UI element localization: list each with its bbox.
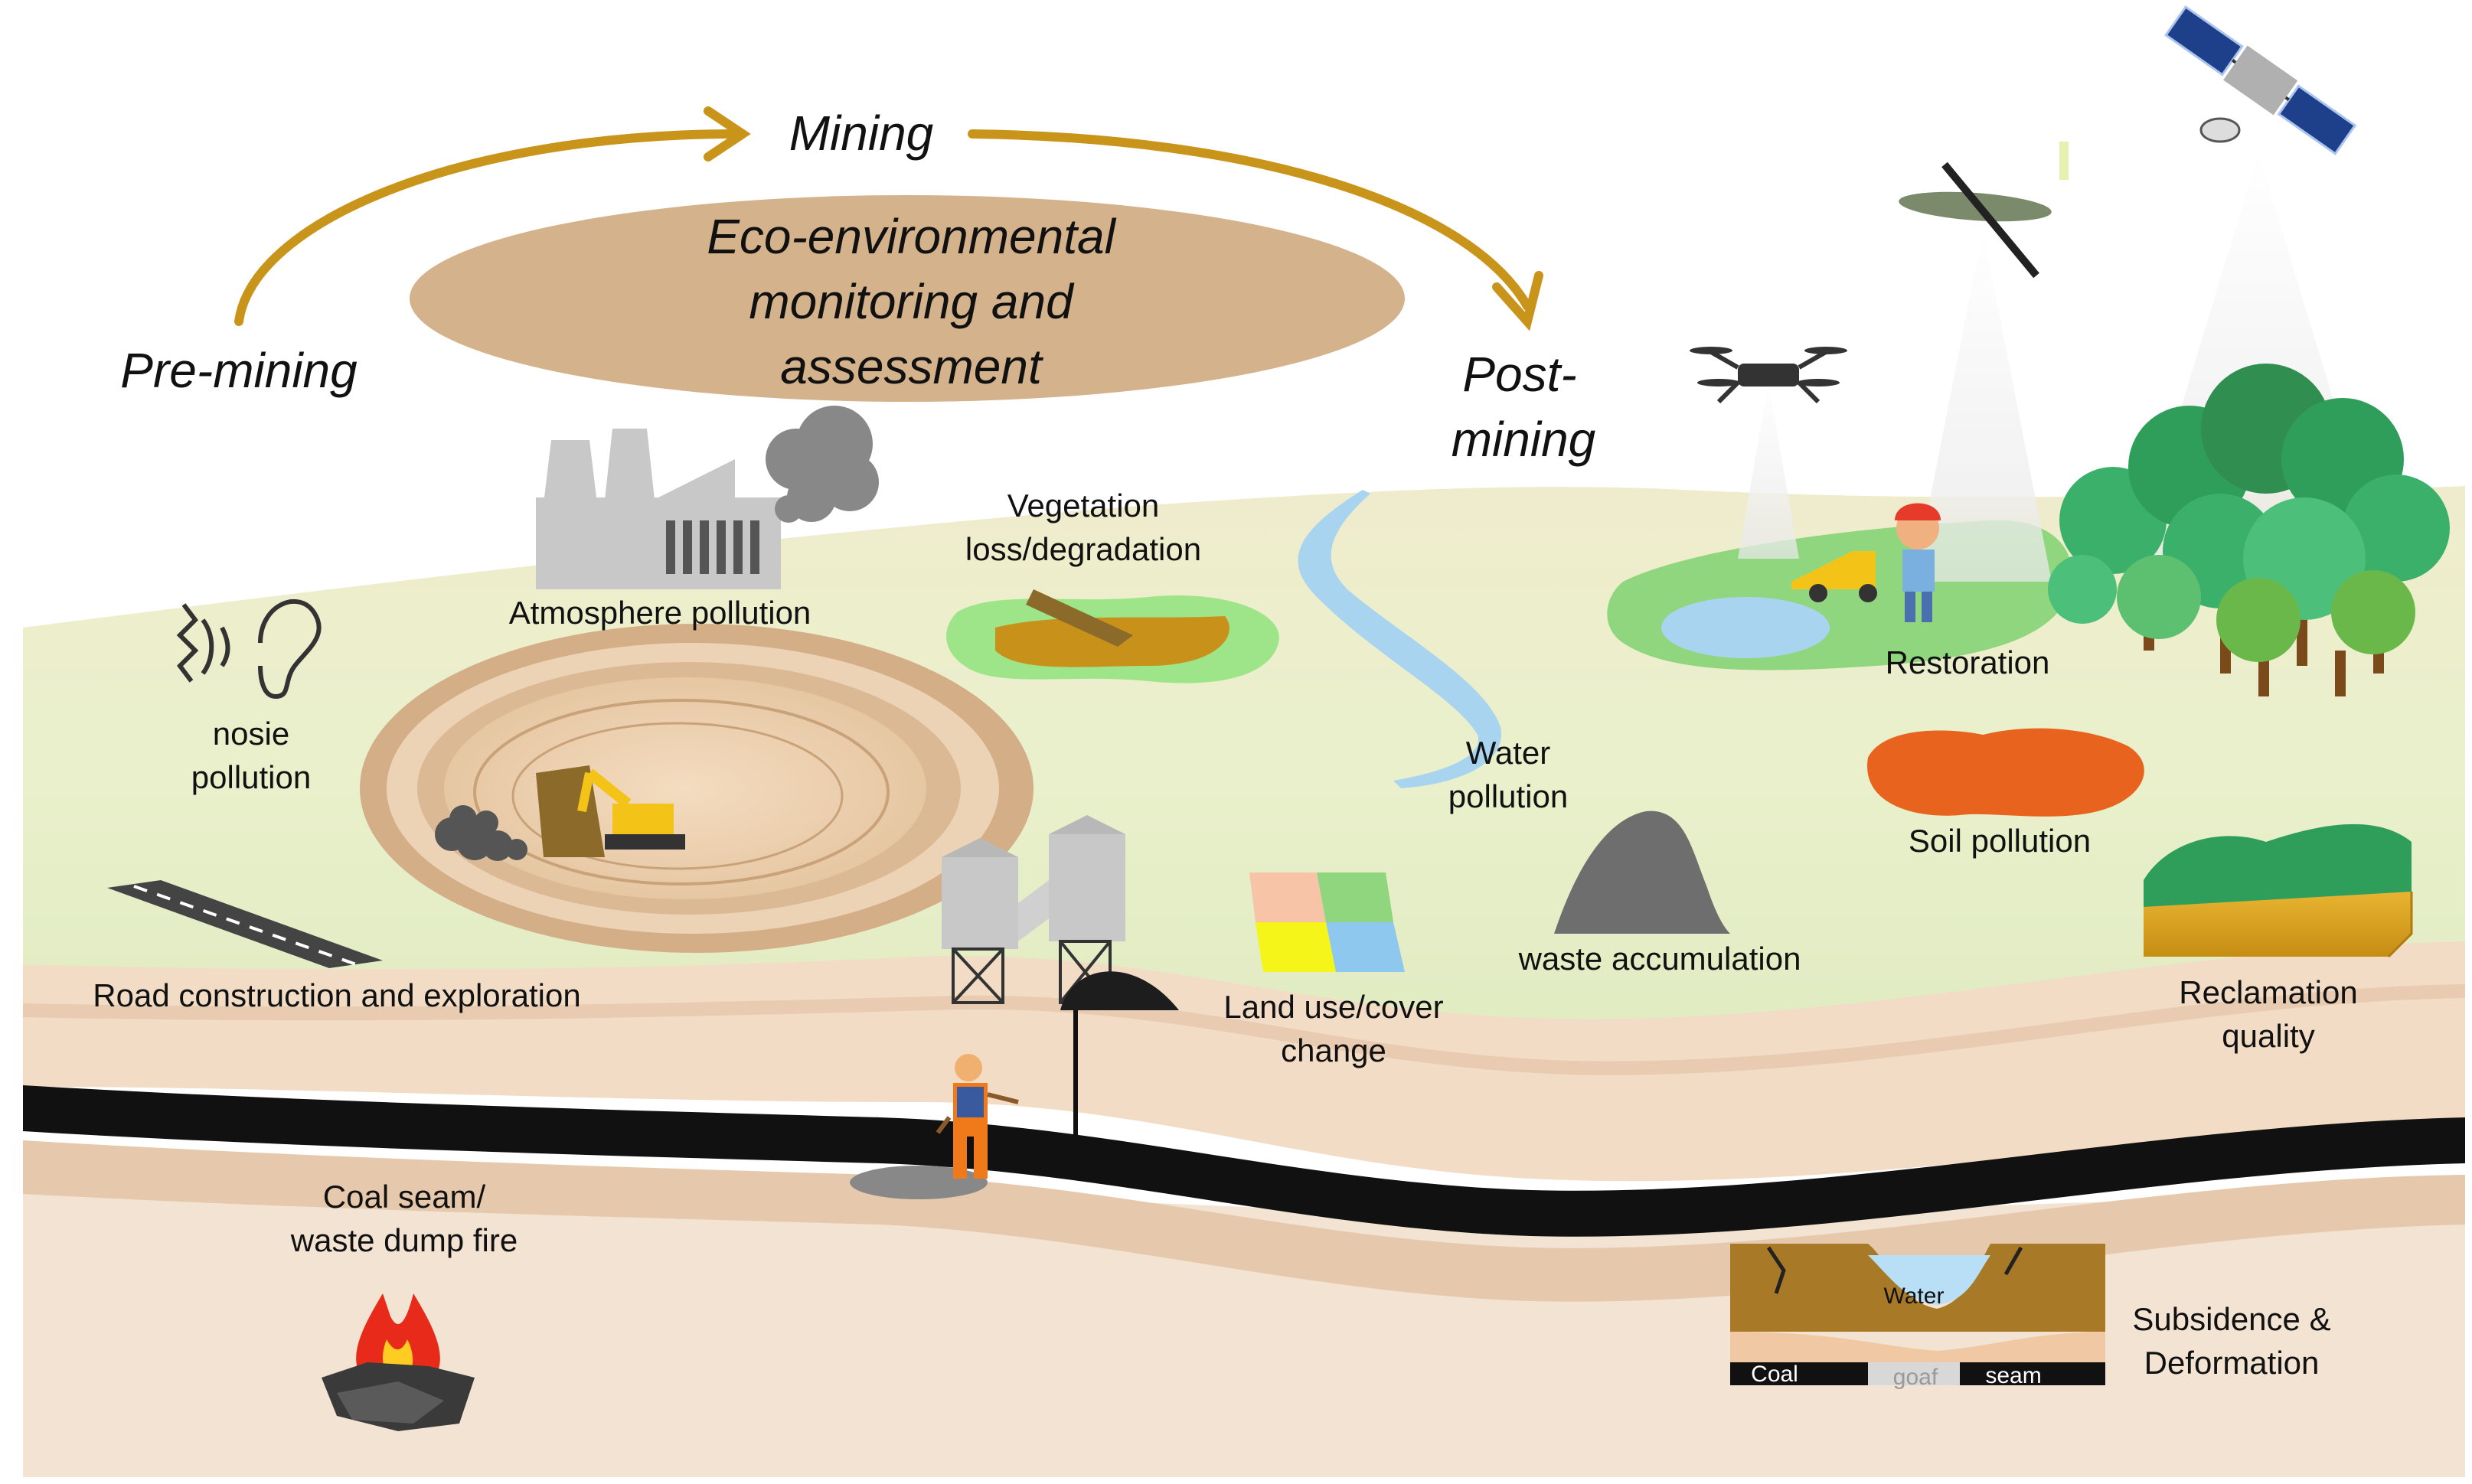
strata-line-1 bbox=[22, 984, 2466, 1075]
silo-plant-icon bbox=[942, 815, 1179, 1163]
label-road: Road construction and exploration bbox=[93, 977, 581, 1013]
open-pit-mine bbox=[360, 624, 1034, 953]
waste-pile-icon bbox=[1554, 810, 1730, 934]
ear-icon bbox=[176, 598, 322, 700]
restoration-worker-icon bbox=[1895, 503, 1941, 622]
smoke-cloud-icon bbox=[766, 406, 879, 523]
label-land-line1: Land use/cover bbox=[1223, 989, 1444, 1025]
soil-pollution-blob bbox=[1867, 728, 2144, 817]
center-title-line2: monitoring and bbox=[749, 274, 1073, 329]
factory-icon bbox=[536, 429, 781, 589]
inset-label-coal: Coal bbox=[1751, 1362, 1798, 1387]
river bbox=[1298, 490, 1501, 788]
road-icon bbox=[107, 880, 383, 968]
excavator-icon bbox=[536, 765, 685, 857]
coal-seam bbox=[23, 1085, 2465, 1237]
satellite-icon bbox=[2164, 5, 2357, 155]
arrow-mining-to-post bbox=[968, 129, 1532, 311]
label-atmosphere: Atmosphere pollution bbox=[508, 595, 811, 631]
phase-pre-mining: Pre-mining bbox=[120, 343, 358, 398]
label-reclamation-line2: quality bbox=[2222, 1018, 2315, 1054]
drone-icon bbox=[1690, 347, 1847, 404]
label-vegetation-line1: Vegetation bbox=[1007, 488, 1160, 523]
label-subsidence-line1: Subsidence & bbox=[2132, 1301, 2331, 1337]
land-use-grid-icon bbox=[1249, 872, 1405, 972]
inset-label-seam: seam bbox=[1985, 1363, 2042, 1388]
miner-icon bbox=[850, 1054, 1019, 1199]
label-fire-line2: waste dump fire bbox=[290, 1222, 518, 1258]
arrow-pre-to-mining bbox=[234, 129, 740, 326]
forest bbox=[2048, 364, 2450, 696]
reclamation-block-icon bbox=[2144, 824, 2413, 958]
upper-strata bbox=[23, 941, 2465, 1182]
label-water-line2: pollution bbox=[1448, 778, 1569, 814]
arrowhead-1 bbox=[704, 106, 751, 161]
center-title-line3: assessment bbox=[780, 339, 1042, 394]
label-vegetation-line2: loss/degradation bbox=[965, 531, 1202, 567]
label-restoration: Restoration bbox=[1885, 644, 2050, 680]
vegetation-loss-icon bbox=[946, 589, 1279, 683]
loader-icon bbox=[1791, 551, 1877, 602]
center-title-line1: Eco-environmental bbox=[707, 209, 1115, 264]
central-ellipse bbox=[410, 195, 1405, 402]
phase-mining: Mining bbox=[789, 106, 934, 161]
label-noise-line2: pollution bbox=[191, 759, 312, 795]
rock-pile-icon bbox=[435, 805, 527, 861]
label-reclamation-line1: Reclamation bbox=[2179, 974, 2358, 1010]
pond bbox=[1661, 597, 1830, 658]
uav-icon bbox=[1899, 142, 2069, 279]
label-water-line1: Water bbox=[1465, 735, 1551, 771]
process-arrows bbox=[234, 106, 1543, 331]
inset-label-water: Water bbox=[1883, 1283, 1945, 1309]
phase-post-mining-line1: Post- bbox=[1462, 347, 1577, 402]
label-noise-line1: nosie bbox=[212, 716, 290, 752]
label-subsidence-line2: Deformation bbox=[2144, 1345, 2320, 1381]
inset-label-goaf: goaf bbox=[1892, 1365, 1938, 1390]
label-waste: waste accumulation bbox=[1518, 941, 1801, 977]
fire-icon bbox=[322, 1293, 475, 1431]
subsidence-inset bbox=[1730, 1244, 2105, 1385]
label-land-line2: change bbox=[1281, 1032, 1386, 1068]
phase-post-mining-line2: mining bbox=[1451, 412, 1596, 467]
label-fire-line1: Coal seam/ bbox=[322, 1179, 486, 1215]
label-soil: Soil pollution bbox=[1908, 823, 2092, 859]
arrowhead-2 bbox=[1492, 271, 1543, 331]
